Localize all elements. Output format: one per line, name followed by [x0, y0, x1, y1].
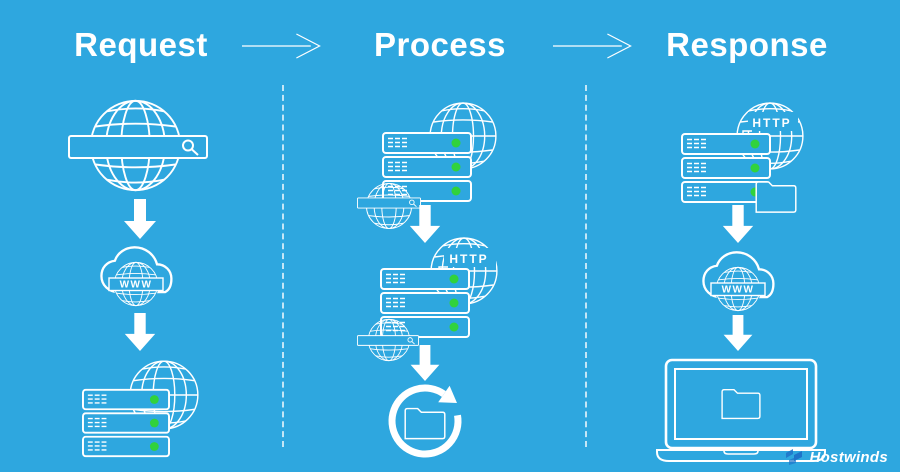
- server-stack-icon: [383, 133, 471, 201]
- header-arrow-icon: [241, 33, 321, 59]
- server-stack-globe-icon: [80, 360, 199, 461]
- www-label: WWW: [722, 285, 755, 296]
- folder-icon: [755, 181, 797, 213]
- down-arrow-icon: [722, 205, 754, 243]
- hostwinds-logo-icon: [786, 449, 803, 465]
- separator-line: [282, 85, 284, 447]
- down-arrow-icon: [124, 199, 156, 239]
- http-label: HTTP: [752, 116, 791, 130]
- www-label: WWW: [120, 280, 153, 291]
- hostwinds-logo-text: Hostwinds: [809, 448, 888, 466]
- down-arrow-icon: [723, 315, 753, 351]
- laptop-folder-icon: [654, 356, 828, 462]
- stage-title-response: Response: [666, 26, 828, 63]
- hostwinds-logo: Hostwinds: [785, 448, 888, 466]
- stage-title-request: Request: [74, 26, 208, 63]
- down-arrow-icon: [124, 313, 156, 351]
- http-label: HTTP: [449, 252, 488, 266]
- header-arrow-icon: [552, 33, 632, 59]
- stage-title-process: Process: [374, 26, 506, 63]
- search-bar-icon: [357, 335, 419, 346]
- browser-globe-search-icon: [68, 99, 208, 192]
- server-stack-icon: [83, 390, 169, 456]
- down-arrow-icon: [410, 345, 440, 381]
- www-cloud-icon: WWW: [702, 251, 775, 312]
- www-cloud-icon: WWW: [100, 246, 173, 307]
- search-bar-icon: [68, 135, 208, 159]
- http-server-stack-search-icon: HTTP: [357, 237, 498, 362]
- separator-line: [585, 85, 587, 447]
- refresh-folder-icon: [383, 377, 467, 461]
- http-server-stack-folder-icon: HTTP: [672, 102, 804, 213]
